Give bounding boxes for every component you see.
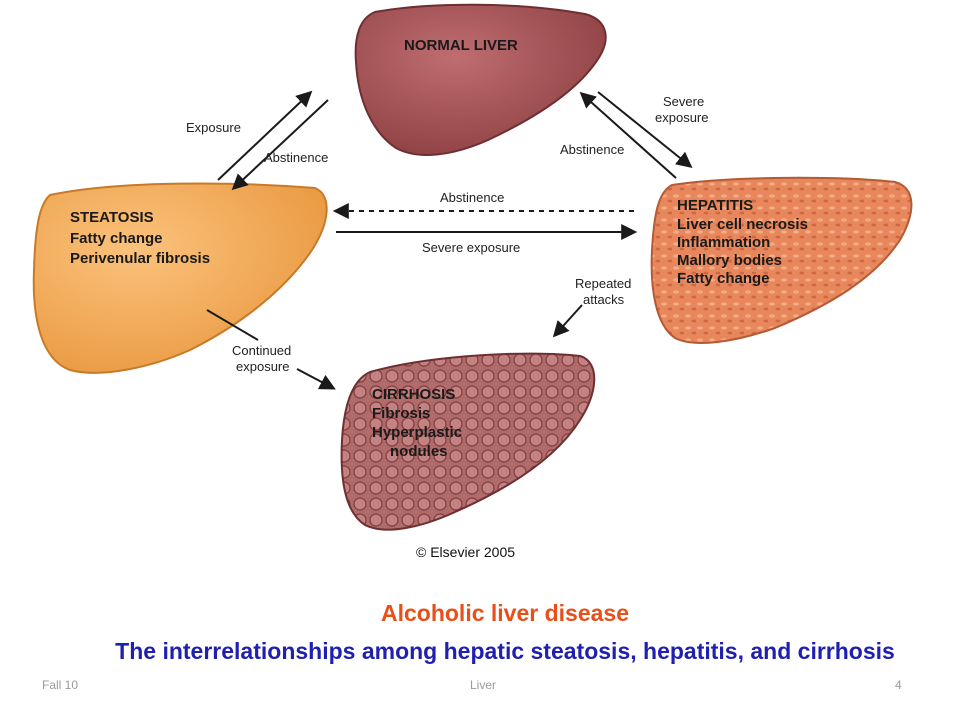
- normal-liver: NORMAL LIVER: [354, 3, 607, 156]
- cirrhosis-line-1: Fibrosis: [372, 405, 430, 422]
- arrow-continued-exposure-head: [296, 368, 336, 390]
- hepatitis-liver: HEPATITIS Liver cell necrosis Inflammati…: [650, 176, 913, 344]
- hepatitis-liver-shape: [650, 176, 913, 344]
- steatosis-line-2: Perivenular fibrosis: [70, 250, 210, 267]
- caption: Alcoholic liver disease The interrelatio…: [60, 594, 950, 670]
- liver-disease-diagram: NORMAL LIVER STEATOSIS Fatty change Peri…: [32, 3, 913, 560]
- cirrhosis-line-2: Hyperplastic: [372, 424, 462, 441]
- hepatitis-line-1: Liver cell necrosis: [677, 216, 808, 233]
- label-abstinence-left: Abstinence: [264, 150, 328, 165]
- cirrhosis-line-3: nodules: [390, 443, 448, 460]
- cirrhosis-title: CIRRHOSIS: [372, 386, 455, 403]
- normal-liver-title: NORMAL LIVER: [404, 37, 518, 54]
- label-abstinence-right: Abstinence: [560, 142, 624, 157]
- steatosis-title: STEATOSIS: [70, 209, 154, 226]
- hepatitis-line-4: Fatty change: [677, 270, 770, 287]
- label-severe-middle: Severe exposure: [422, 240, 520, 255]
- label-abstinence-middle: Abstinence: [440, 190, 504, 205]
- label-severe-top-1: Severe: [663, 94, 704, 109]
- steatosis-liver-shape: [32, 182, 328, 374]
- arrow-continued-exposure: [206, 309, 259, 341]
- hepatitis-line-3: Mallory bodies: [677, 252, 782, 269]
- cirrhosis-liver-shape: [340, 352, 596, 531]
- footer-topic: Liver: [470, 678, 497, 692]
- label-continued-1: Continued: [232, 343, 291, 358]
- label-repeated-1: Repeated: [575, 276, 631, 291]
- arrow-repeated-attacks: [552, 304, 583, 338]
- caption-title: Alcoholic liver disease: [380, 600, 629, 626]
- hepatitis-line-2: Inflammation: [677, 234, 770, 251]
- normal-liver-shape: [354, 3, 607, 156]
- slide-number: 4: [895, 678, 902, 692]
- label-exposure: Exposure: [186, 120, 241, 135]
- steatosis-line-1: Fatty change: [70, 230, 163, 247]
- caption-subtitle: The interrelationships among hepatic ste…: [115, 638, 895, 664]
- steatosis-liver: STEATOSIS Fatty change Perivenular fibro…: [32, 182, 328, 374]
- copyright-text: © Elsevier 2005: [416, 544, 515, 560]
- label-continued-2: exposure: [236, 359, 289, 374]
- arrow-abstinence-left: [231, 99, 329, 191]
- hepatitis-title: HEPATITIS: [677, 197, 753, 214]
- label-severe-top-2: exposure: [655, 110, 708, 125]
- arrow-exposure: [217, 90, 313, 181]
- footer-date: Fall 10: [42, 678, 79, 692]
- label-repeated-2: attacks: [583, 292, 625, 307]
- arrow-abstinence-right: [579, 91, 677, 179]
- arrow-severe-exposure-top: [597, 91, 693, 169]
- cirrhosis-liver: CIRRHOSIS Fibrosis Hyperplastic nodules: [340, 352, 596, 531]
